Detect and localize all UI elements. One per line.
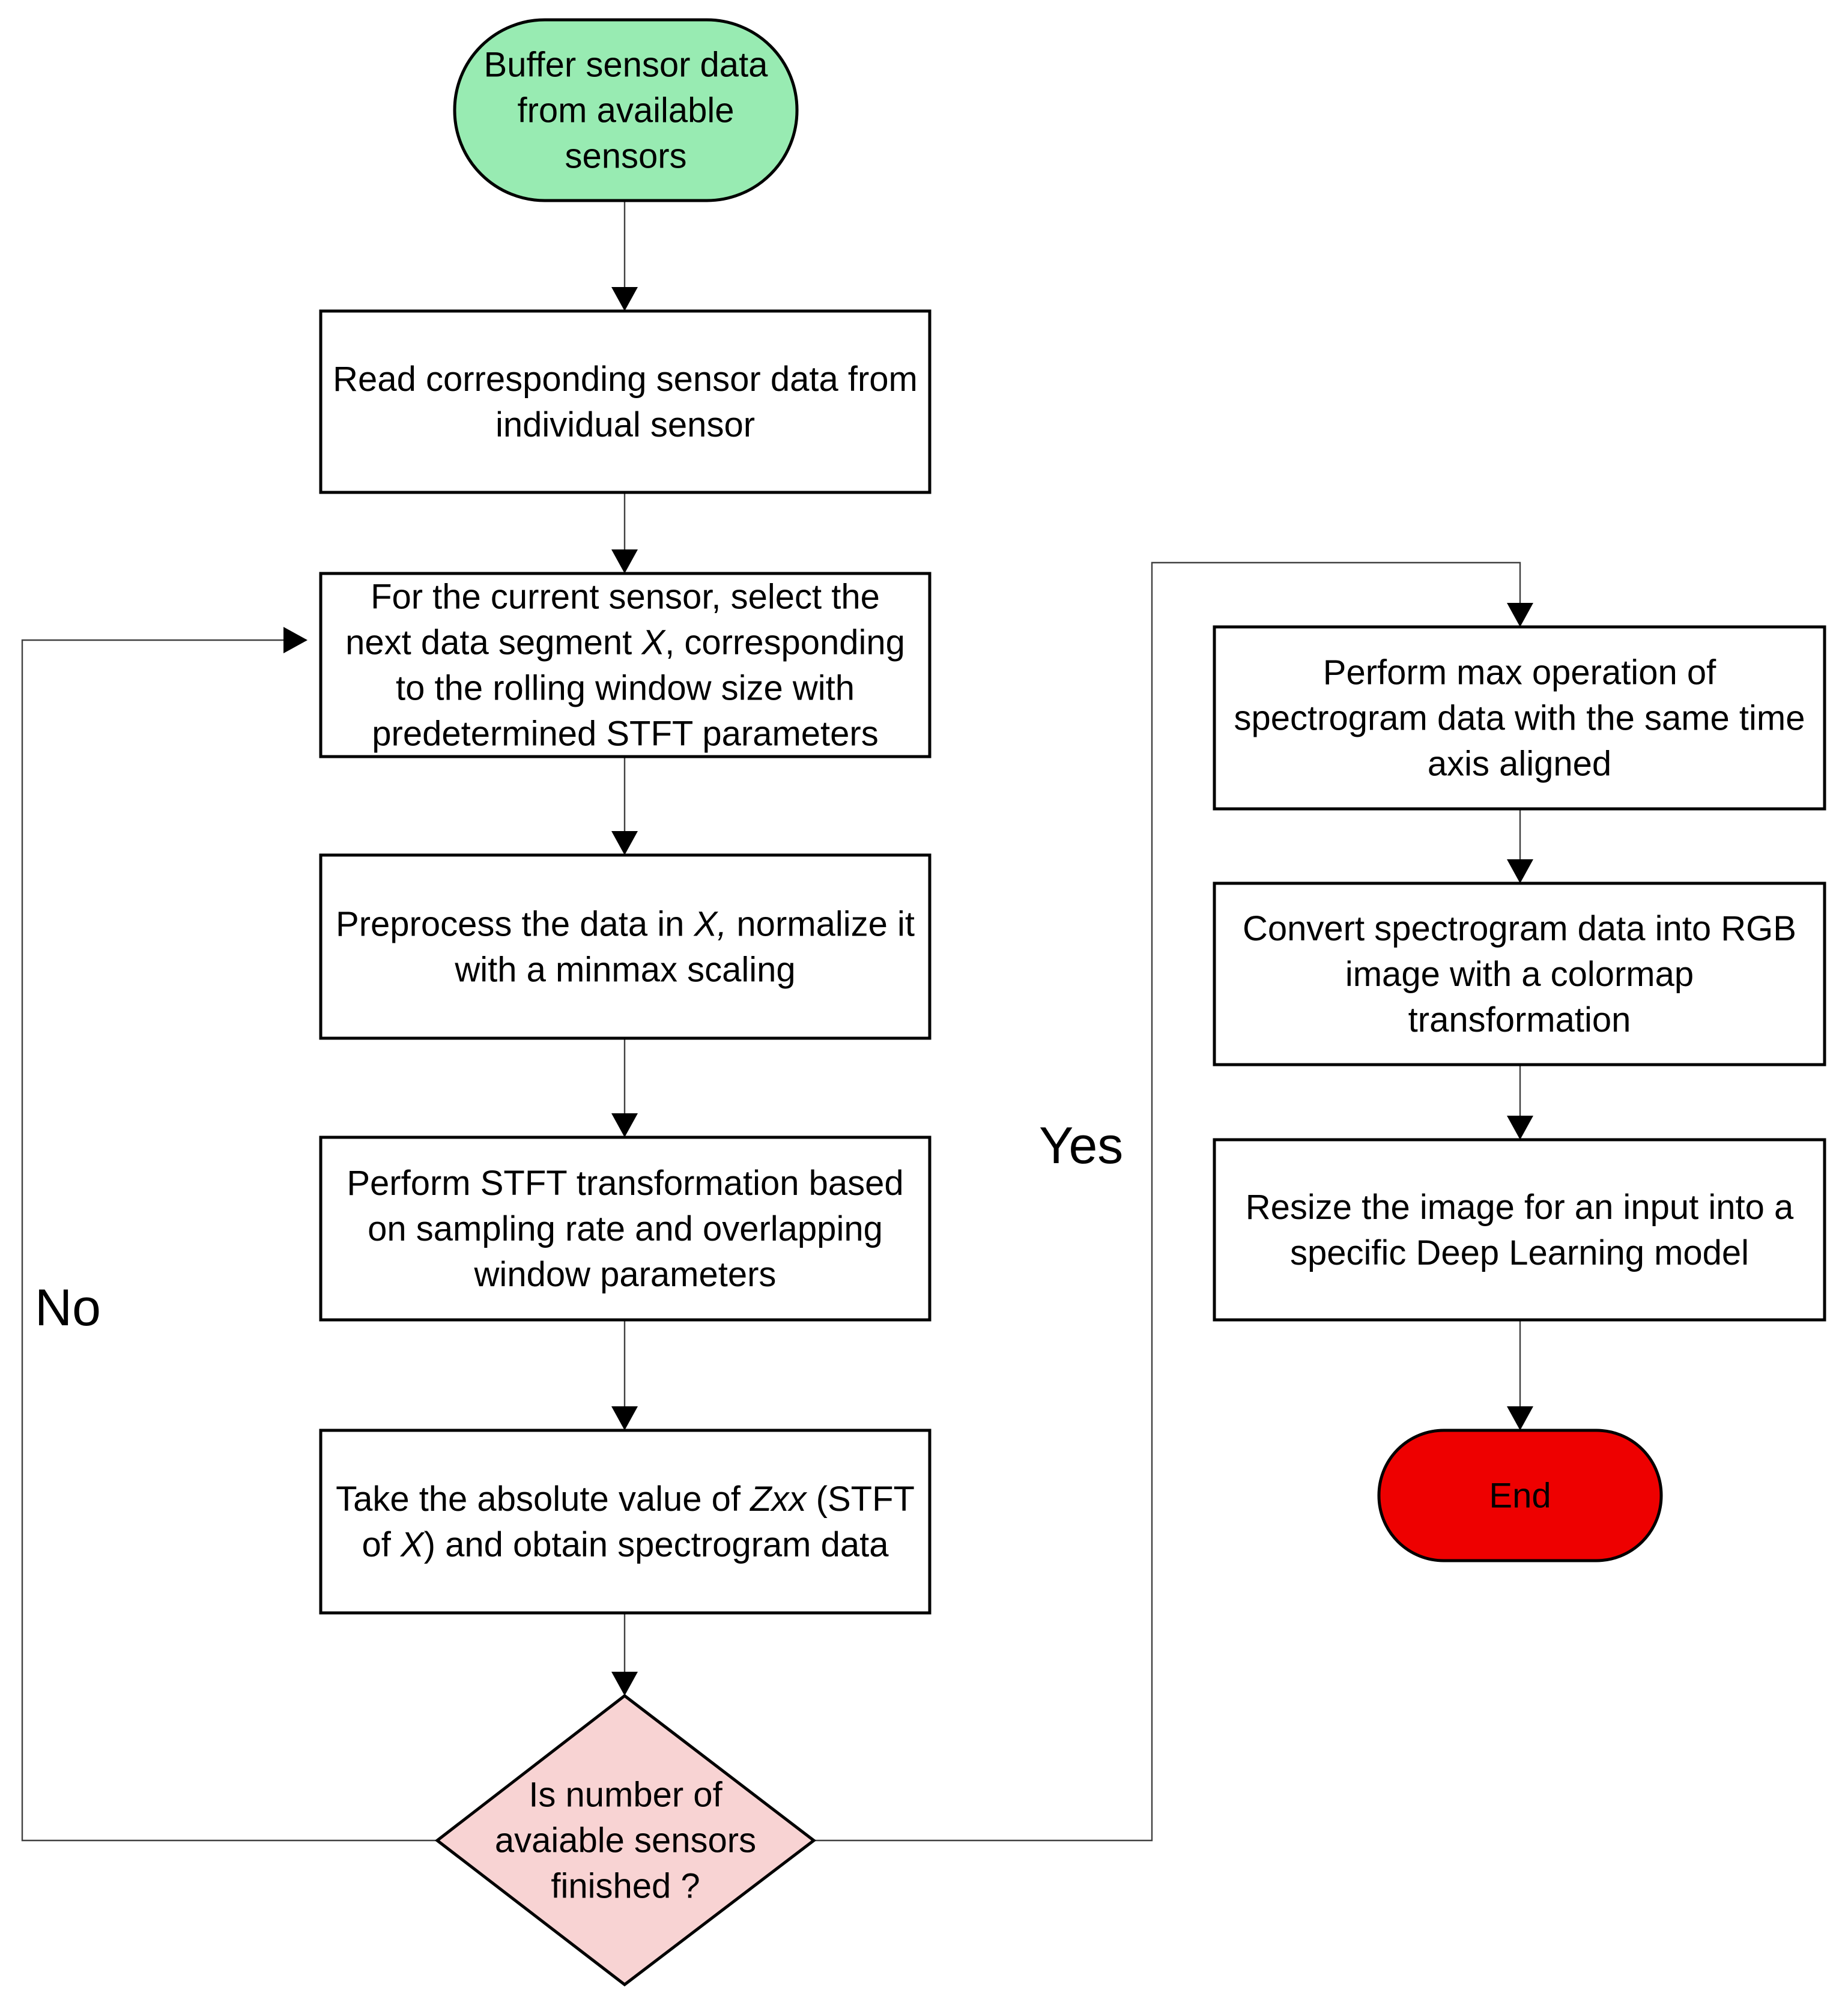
edge-decision-yes <box>814 561 1521 1842</box>
convert-rgb-process <box>1213 882 1826 1066</box>
arrow-preprocess-to-stft <box>611 1113 638 1137</box>
yes-branch-label: Yes <box>1039 1117 1123 1175</box>
arrow-read-to-select <box>611 549 638 573</box>
resize-image-process <box>1213 1138 1826 1322</box>
select-segment-process <box>319 572 932 758</box>
arrow-maxop-to-convert <box>1507 859 1533 883</box>
arrow-start-to-read <box>611 287 638 311</box>
connectors <box>21 201 1533 1842</box>
max-operation-process <box>1213 625 1826 811</box>
no-branch-label: No <box>35 1279 101 1337</box>
end-terminal <box>1377 1429 1663 1562</box>
preprocess-process <box>319 853 932 1040</box>
arrow-stft-to-absolute <box>611 1406 638 1430</box>
arrow-decision-no-loop <box>283 627 307 653</box>
stft-process <box>319 1136 932 1322</box>
start-terminal <box>453 18 799 202</box>
arrow-decision-yes <box>1507 603 1533 627</box>
node-shapes <box>319 18 1826 1987</box>
edge-decision-no-loop <box>21 639 437 1842</box>
arrow-absolute-to-decision <box>611 1672 638 1696</box>
sensors-finished-decision <box>434 1693 817 1987</box>
arrow-resize-to-end <box>1507 1406 1533 1430</box>
arrow-select-to-preprocess <box>611 831 638 855</box>
arrow-convert-to-resize <box>1507 1116 1533 1140</box>
read-sensor-process <box>319 309 932 494</box>
absolute-value-process <box>319 1429 932 1615</box>
end-label: End <box>1489 1477 1551 1516</box>
